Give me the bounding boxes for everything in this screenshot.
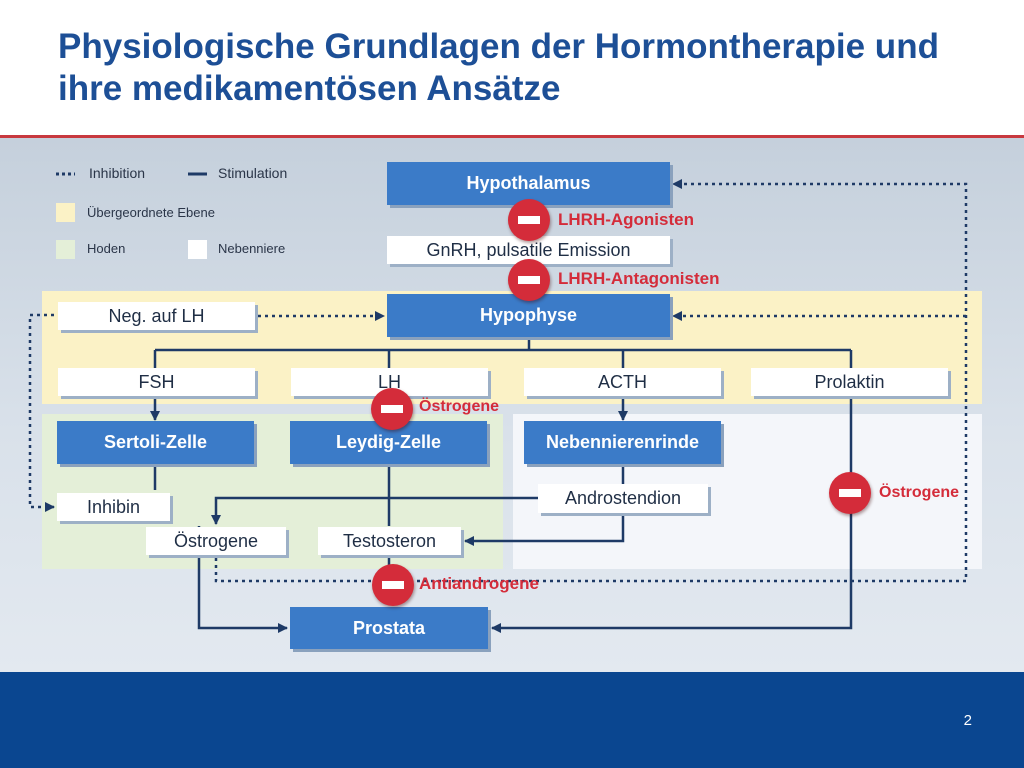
hypothalamus-box: Hypothalamus [387, 162, 670, 205]
acth-box: ACTH [524, 368, 721, 396]
page-number: 2 [963, 712, 972, 729]
footer-bar [0, 672, 1024, 768]
testosteron-box: Testosteron [318, 527, 461, 555]
prostata-hypothalamus-feedback [214, 179, 968, 583]
legend-inhibition-label: Inhibition [89, 165, 146, 181]
lhrh-agonisten-label: LHRH-Agonisten [558, 210, 694, 229]
oestrogene-lh-inhibit-icon [371, 388, 413, 430]
oestrogene-right-label: Östrogene [879, 484, 960, 501]
lhrh-antagonisten-inhibit-icon [508, 259, 550, 301]
inhibin-box: Inhibin [57, 493, 170, 521]
androstendion-oestrogene-link [211, 496, 538, 525]
neg-lh-box: Neg. auf LH [58, 302, 255, 330]
legend-stimulation-label: Stimulation [218, 165, 288, 181]
sertoli-box: Sertoli-Zelle [57, 421, 254, 464]
prolaktin-box: Prolaktin [751, 368, 948, 396]
slide-title: Physiologische Grundlagen der Hormonther… [58, 27, 939, 108]
legend-superordinate-swatch [56, 203, 75, 222]
fsh-box: FSH [58, 368, 255, 396]
title-divider [0, 135, 1024, 138]
inhibin-feedback [28, 313, 55, 512]
hypophyse-box: Hypophyse [387, 294, 670, 337]
hypophyse-branch-link [153, 337, 853, 368]
legend-adrenal-label: Nebenniere [218, 241, 286, 256]
legend-adrenal-swatch [188, 240, 207, 259]
antiandrogene-inhibit-icon [372, 564, 414, 606]
oestrogene-prostata-link [197, 526, 288, 633]
lhrh-antagonisten-label: LHRH-Antagonisten [558, 269, 720, 288]
lhrh-agonisten-inhibit-icon [508, 199, 550, 241]
androstendion-testosteron-link [464, 513, 625, 546]
oestrogene-lh-label: Östrogene [419, 398, 500, 415]
oestrogene-right-inhibit-icon [829, 472, 871, 514]
antiandrogene-label: Antiandrogene [419, 574, 539, 593]
legend-testes-swatch [56, 240, 75, 259]
androstendion-box: Androstendion [538, 484, 708, 513]
oestrogene-box: Östrogene [146, 527, 286, 555]
prostata-box: Prostata [290, 607, 488, 649]
nebennierenrinde-box: Nebennierenrinde [524, 421, 721, 464]
legend-testes-label: Hoden [87, 241, 126, 256]
legend-superordinate-label: Übergeordnete Ebene [87, 205, 215, 220]
